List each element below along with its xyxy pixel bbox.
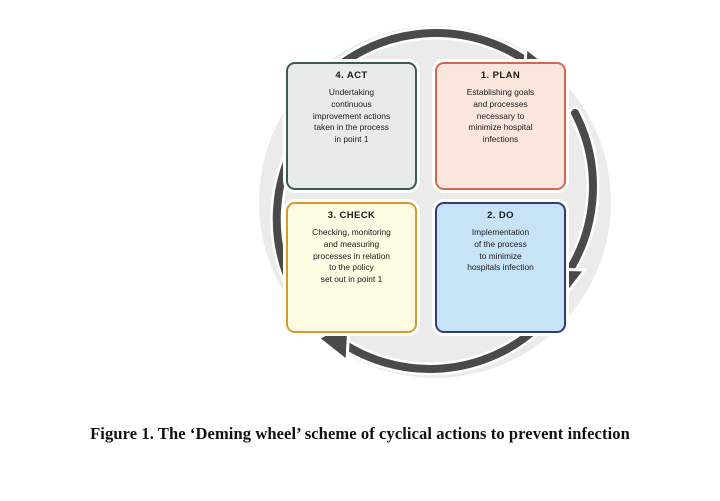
quadrant-act-title: 4. ACT [335, 70, 368, 81]
quadrant-do[interactable]: 2. DO Implementation of the process to m… [435, 202, 566, 333]
quadrant-check-body: Checking, monitoring and measuring proce… [312, 227, 391, 284]
quadrant-do-title: 2. DO [487, 210, 514, 221]
quadrant-check-title: 3. CHECK [327, 210, 376, 221]
quadrant-check[interactable]: 3. CHECK Checking, monitoring and measur… [286, 202, 417, 333]
quadrant-plan[interactable]: 1. PLAN Establishing goals and processes… [435, 62, 566, 190]
quadrant-plan-title: 1. PLAN [480, 70, 521, 81]
figure-area: 4. ACT Undertaking continuous improvemen… [245, 12, 625, 394]
quadrant-do-body: Implementation of the process to minimiz… [467, 227, 534, 273]
arrow-right-plan-to-do [546, 106, 600, 303]
figure-caption: Figure 1. The ‘Deming wheel’ scheme of c… [90, 424, 630, 443]
quadrant-act-body: Undertaking continuous improvement actio… [312, 87, 391, 144]
deming-wheel-diagram: 4. ACT Undertaking continuous improvemen… [245, 12, 625, 394]
quadrant-act[interactable]: 4. ACT Undertaking continuous improvemen… [286, 62, 417, 190]
quadrant-plan-body: Establishing goals and processes necessa… [466, 87, 535, 144]
